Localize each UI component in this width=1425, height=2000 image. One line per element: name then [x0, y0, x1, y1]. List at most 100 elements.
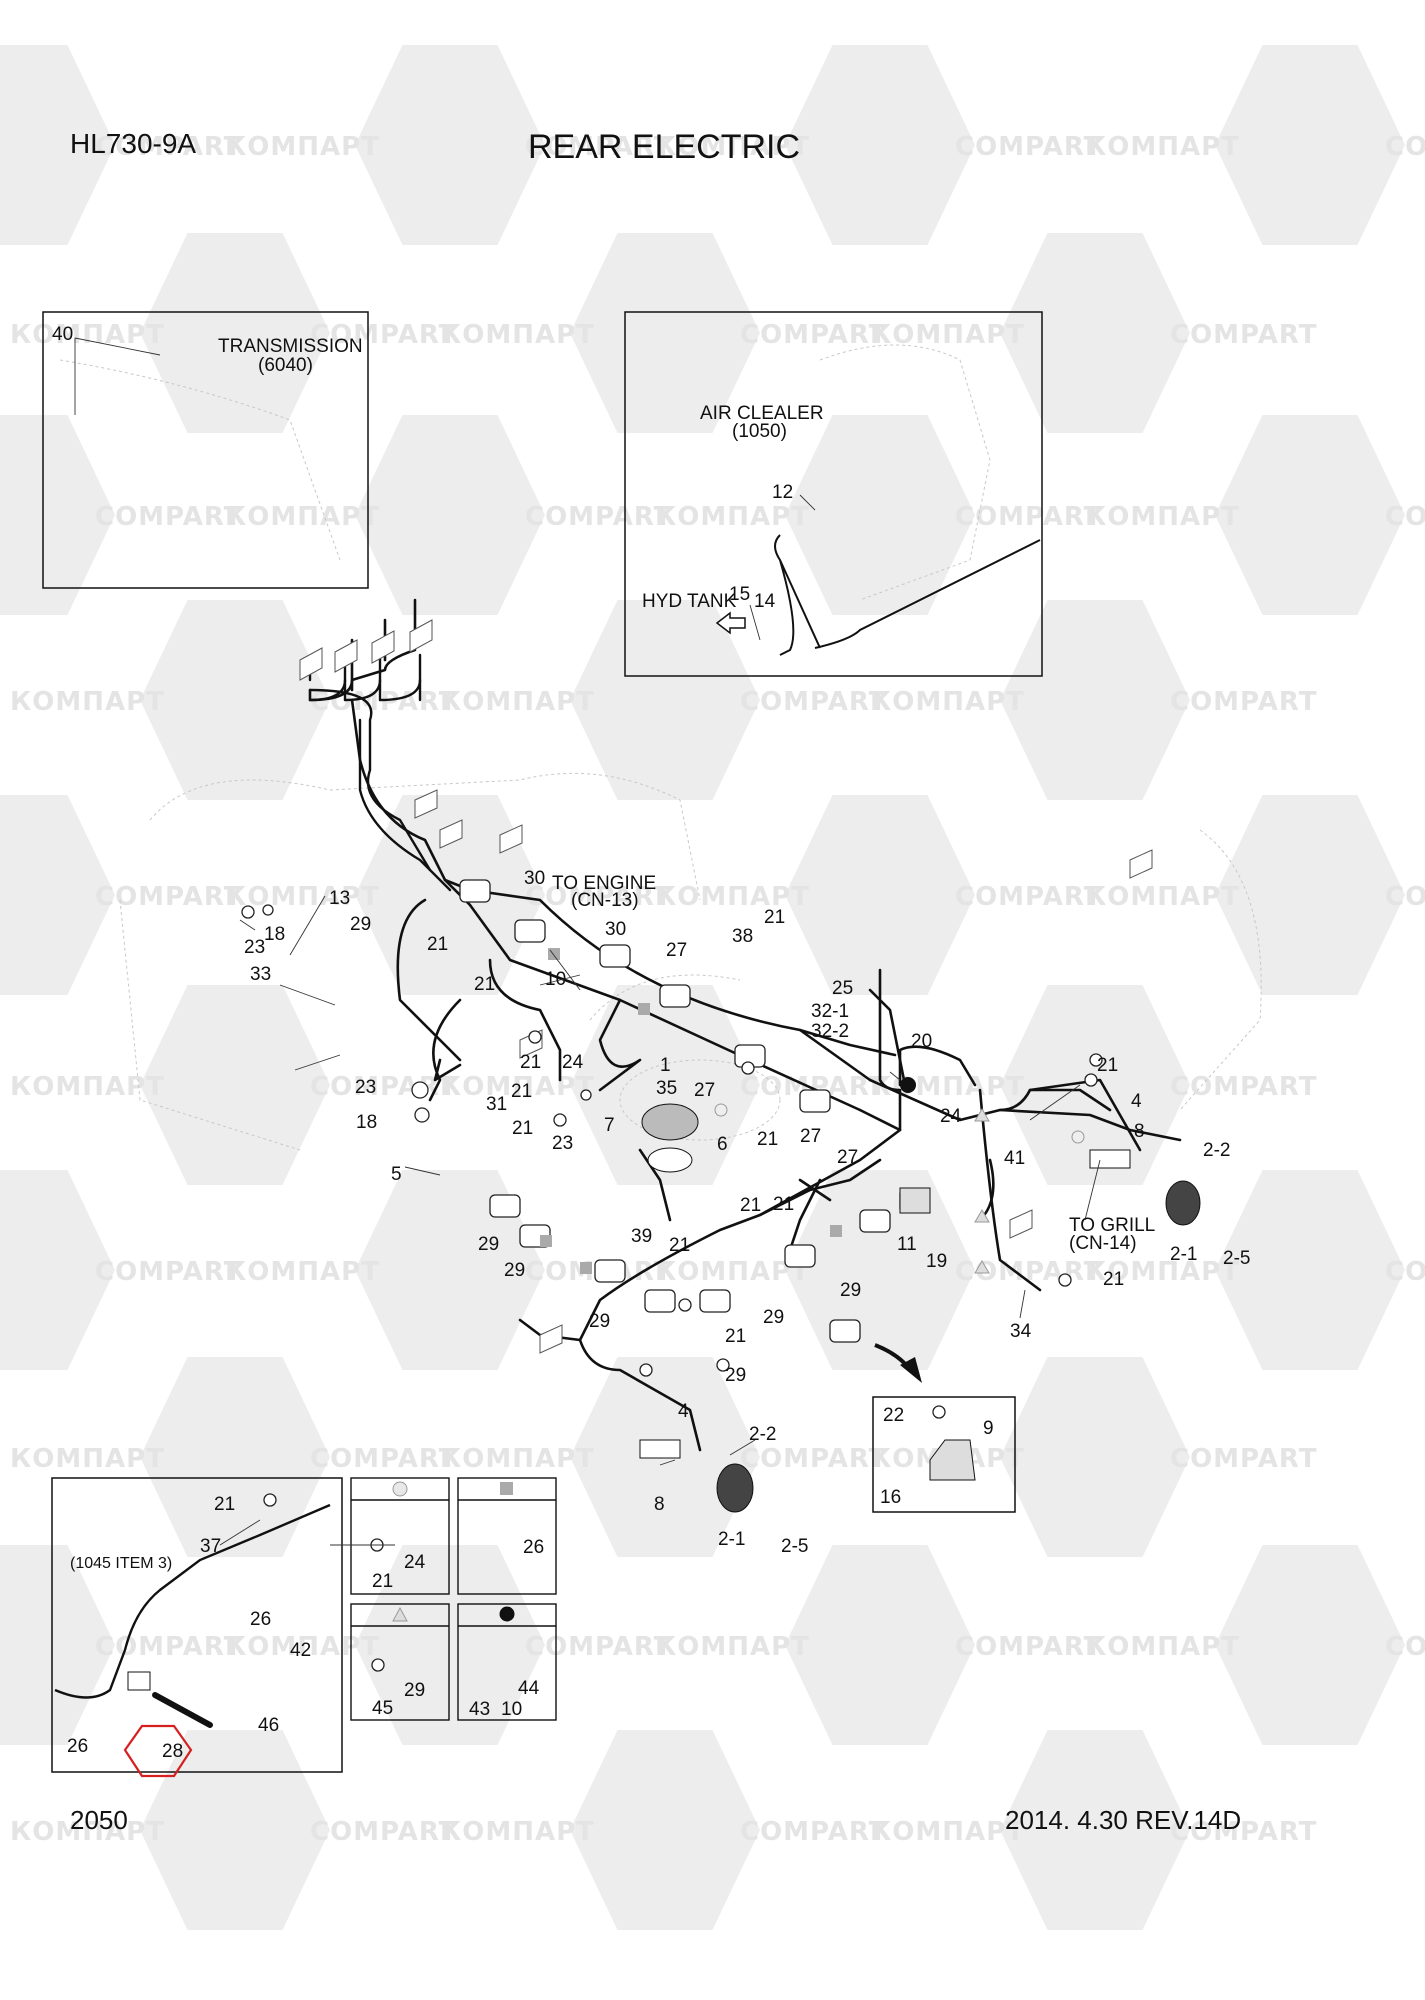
flow-arrow-head	[900, 1357, 922, 1383]
watermark-text: COMPART	[310, 1817, 457, 1847]
bolts	[241, 904, 1103, 1672]
watermark-text: КОМПАРТ	[1085, 1257, 1240, 1287]
hyd-tank-arrow	[715, 611, 746, 635]
watermark-text: COMPART	[1385, 1257, 1425, 1287]
part-label: 8	[1134, 1121, 1145, 1142]
part-label: 21	[427, 934, 448, 955]
watermark-hexagon	[140, 1357, 330, 1557]
air-cleaner-label: AIR CLEALER	[700, 403, 824, 424]
watermark-text: КОМПАРТ	[225, 1632, 380, 1662]
part-label: 2-1	[1170, 1244, 1197, 1265]
watermark-text: COMPART	[955, 1632, 1102, 1662]
watermark-text: COMPART	[310, 1444, 457, 1474]
watermark-text: КОМПАРТ	[10, 687, 165, 717]
part-label: 21	[1097, 1055, 1118, 1076]
transmission-wires	[308, 653, 452, 892]
watermark-text: COMPART	[740, 320, 887, 350]
watermark-text: COMPART	[525, 1632, 672, 1662]
watermark-text: COMPART	[740, 1444, 887, 1474]
part-label: 45	[372, 1698, 393, 1719]
machine-outline	[59, 344, 1262, 1151]
to-grill-code: (CN-14)	[1069, 1233, 1137, 1254]
relay-box	[899, 1187, 931, 1214]
highlight-hexagon	[123, 1724, 193, 1778]
watermark-text: КОМПАРТ	[870, 320, 1025, 350]
part-label: 41	[1004, 1148, 1025, 1169]
part-label: 16	[880, 1487, 901, 1508]
watermark-hexagon	[1215, 1545, 1405, 1745]
part-label: 2-2	[1203, 1140, 1230, 1161]
part-label: 29	[478, 1234, 499, 1255]
harness-markers	[540, 948, 1085, 1274]
transmission-inset	[42, 311, 369, 589]
watermark-text: COMPART	[1170, 1817, 1317, 1847]
part-label: 13	[329, 888, 350, 909]
part-label: 21	[512, 1118, 533, 1139]
watermark-hexagon	[0, 795, 115, 995]
watermark-hexagon	[140, 1730, 330, 1930]
part-label: 28	[162, 1741, 183, 1762]
part-label: 10	[501, 1699, 522, 1720]
watermark-text: КОМПАРТ	[10, 320, 165, 350]
watermark-hexagon	[785, 415, 975, 615]
watermark-text: КОМПАРТ	[1085, 132, 1240, 162]
hyd-tank-label: HYD TANK	[642, 591, 737, 612]
part-label: 22	[883, 1405, 904, 1426]
horn-right	[1089, 1149, 1201, 1226]
sensor-assembly	[641, 1103, 699, 1173]
inset-sensor	[127, 1671, 213, 1728]
inset-cable	[54, 1503, 331, 1699]
item-reference: (1045 ITEM 3)	[70, 1555, 172, 1572]
part-label: 42	[290, 1640, 311, 1661]
part-label: 35	[656, 1078, 677, 1099]
watermark-text: COMPART	[95, 1257, 242, 1287]
leader-lines	[74, 337, 1101, 1546]
watermark-hexagon	[355, 1545, 545, 1745]
part-label: 18	[264, 924, 285, 945]
part-label: 9	[983, 1418, 994, 1439]
watermark-text: COMPART	[1385, 882, 1425, 912]
part-label: 23	[552, 1133, 573, 1154]
part-label: 29	[404, 1680, 425, 1701]
watermark-hexagon	[1215, 795, 1405, 995]
watermark-hexagon	[140, 600, 330, 800]
part-label: 27	[800, 1126, 821, 1147]
watermark-text: КОМПАРТ	[655, 502, 810, 532]
watermark-hexagon	[355, 1170, 545, 1370]
to-engine-code: (CN-13)	[571, 890, 639, 911]
watermark-text: COMPART	[95, 1632, 242, 1662]
wire-harness	[308, 598, 1182, 1452]
watermark-hexagon	[1215, 1170, 1405, 1370]
watermark-text: COMPART	[310, 320, 457, 350]
harness-clips	[459, 879, 929, 1343]
watermark-text: COMPART	[740, 687, 887, 717]
cable-inset	[51, 1477, 343, 1773]
part-label: 39	[631, 1226, 652, 1247]
to-engine-label: TO ENGINE	[552, 873, 656, 894]
legend-square-symbol	[500, 1482, 513, 1495]
watermark-text: КОМПАРТ	[440, 1444, 595, 1474]
legend-dot-box	[457, 1603, 557, 1721]
watermark-text: КОМПАРТ	[225, 1257, 380, 1287]
part-label: 29	[763, 1307, 784, 1328]
part-label: 21	[520, 1052, 541, 1073]
part-label: 14	[754, 591, 776, 612]
part-label: 33	[250, 964, 271, 985]
watermark-text: КОМПАРТ	[1085, 1632, 1240, 1662]
watermark-hexagon	[570, 1730, 760, 1930]
legend-triangle-box	[350, 1603, 450, 1721]
part-label: 21	[372, 1571, 393, 1592]
watermark-text: КОМПАРТ	[870, 1817, 1025, 1847]
part-label: 4	[1131, 1091, 1142, 1112]
legend-dot-symbol	[499, 1606, 515, 1622]
part-label: 24	[404, 1552, 426, 1573]
watermark-text: КОМПАРТ	[10, 1444, 165, 1474]
part-label: 24	[940, 1106, 962, 1127]
watermark-text: КОМПАРТ	[440, 320, 595, 350]
horn-left	[639, 1439, 754, 1513]
watermark-text: КОМПАРТ	[1085, 882, 1240, 912]
model-name: HL730-9A	[70, 128, 197, 159]
air-cleaner-wire	[774, 534, 1041, 656]
part-label: 18	[356, 1112, 377, 1133]
